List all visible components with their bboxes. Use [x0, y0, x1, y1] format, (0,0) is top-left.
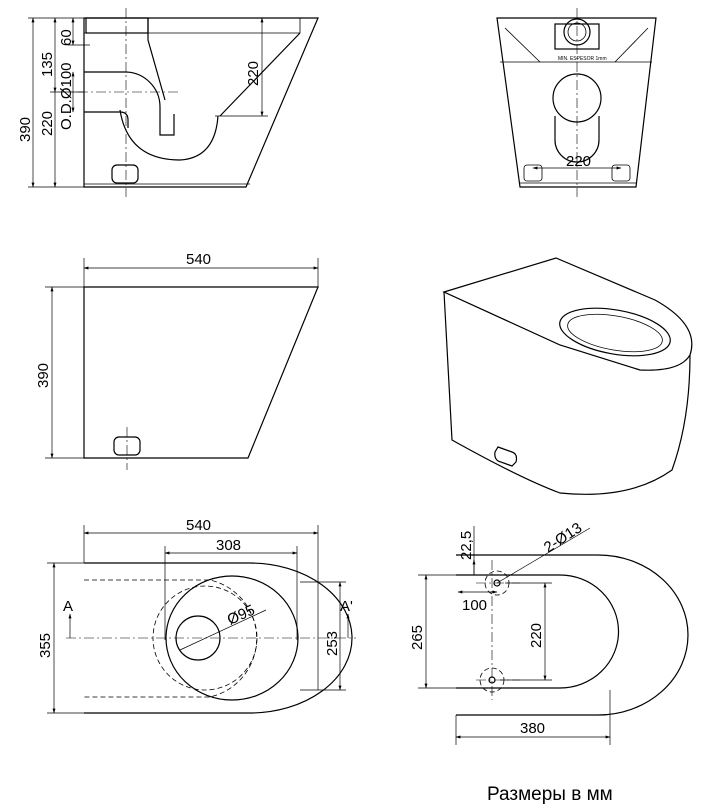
bottom-dim-265: 265	[409, 625, 426, 650]
iso-access-hole	[494, 446, 518, 467]
bottom-dim-220: 220	[528, 623, 545, 648]
side-elevation-view: 540 390	[35, 251, 319, 470]
dim-390: 390	[17, 117, 34, 142]
plate-text: MIN. ESPESOR 1mm	[558, 56, 607, 62]
access-hole	[111, 164, 139, 184]
top-dim-308: 308	[216, 537, 241, 554]
dim-od100: O.D.Ø100	[58, 62, 75, 130]
dim-220-inner: 220	[245, 61, 262, 86]
rear-outline	[496, 17, 657, 188]
dim-220-left: 220	[39, 111, 56, 136]
seat-outline-dashed	[84, 579, 258, 698]
dim-60: 60	[58, 29, 75, 46]
bottom-view: 22,5 2-Ø13 100 265 220 380	[409, 519, 689, 745]
iso-top-face	[442, 257, 693, 371]
top-outline	[84, 562, 353, 714]
iso-bowl-rim	[559, 307, 671, 357]
bottom-inner-outline	[456, 574, 620, 689]
top-dim-355: 355	[37, 633, 54, 658]
side-section-view: 60 135 O.D.Ø100 220 390 220	[17, 8, 319, 197]
rear-dim-220: 220	[566, 153, 591, 170]
top-dim-d95: Ø95	[225, 602, 258, 629]
elev-dim-390: 390	[35, 363, 52, 388]
top-view: 308 540 355 253 Ø95 A A'	[37, 517, 356, 714]
bowl-curve	[119, 109, 219, 161]
inlet-pipe	[84, 71, 175, 136]
dim-135: 135	[39, 52, 56, 77]
bottom-outline	[456, 554, 689, 716]
bottom-dim-380: 380	[520, 720, 545, 737]
bottom-dim-2xd13: 2-Ø13	[541, 519, 585, 556]
section-mark-a-prime: A'	[340, 598, 353, 615]
rear-view: MIN. ESPESOR 1mm 220	[496, 8, 657, 197]
isometric-view	[442, 257, 693, 495]
caption: Размеры в мм	[487, 784, 613, 805]
bottom-dim-22-5: 22,5	[458, 531, 475, 560]
elev-dim-540: 540	[186, 251, 211, 268]
body-outline	[83, 17, 319, 188]
bottom-dim-100: 100	[462, 597, 487, 614]
top-dim-253: 253	[324, 631, 341, 656]
elevation-outline	[83, 286, 319, 459]
top-dim-540: 540	[186, 517, 211, 534]
section-mark-a: A	[63, 598, 73, 615]
